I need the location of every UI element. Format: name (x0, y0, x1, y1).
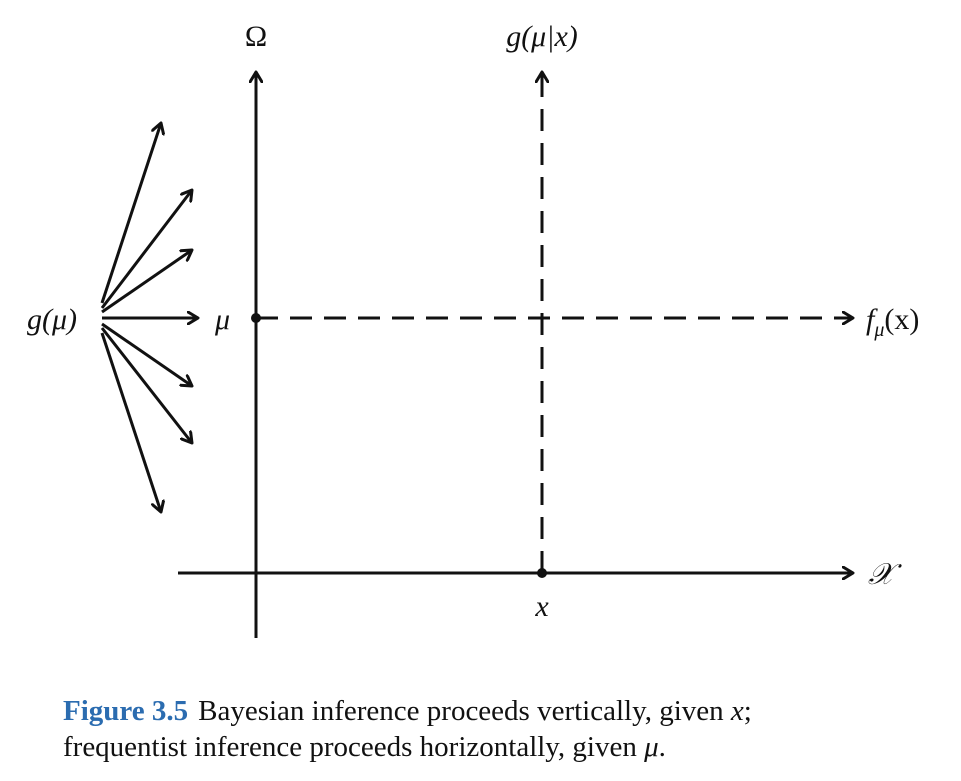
posterior-label: g(μ|x) (506, 20, 578, 53)
prior-arrow-3 (101, 250, 192, 314)
prior-arrow-1 (100, 123, 161, 304)
mu-point (251, 313, 261, 323)
caption-line-2: frequentist inference proceeds horizonta… (63, 729, 943, 765)
caption-line-1: Figure 3.5 Bayesian inference proceeds ve… (63, 693, 943, 729)
omega-label: Ω (245, 20, 267, 53)
caption-line-1-var: x (730, 695, 744, 727)
caption-line-1-text: Bayesian inference proceeds vertically, … (198, 695, 731, 727)
prior-arrow-6 (100, 327, 192, 443)
x-point (537, 568, 547, 578)
caption-line-2-text: frequentist inference proceeds horizonta… (63, 731, 645, 763)
prior-arrow-fan (100, 123, 198, 512)
prior-arrow-7 (100, 332, 161, 512)
caption-line-2-end: . (658, 731, 666, 763)
prior-label: g(μ) (27, 303, 77, 336)
x-label: x (534, 590, 549, 623)
prior-arrow-2 (100, 190, 192, 309)
caption-line-1-end: ; (743, 695, 752, 727)
likelihood-label: fμ(x) (866, 303, 919, 341)
prior-arrow-5 (101, 322, 192, 386)
mu-label: μ (214, 303, 230, 336)
sample-space-label: 𝒳 (868, 558, 902, 591)
caption-line-2-var: μ (644, 731, 659, 763)
figure-caption: Figure 3.5 Bayesian inference proceeds ve… (63, 693, 943, 765)
figure-label: Figure 3.5 (63, 695, 189, 727)
